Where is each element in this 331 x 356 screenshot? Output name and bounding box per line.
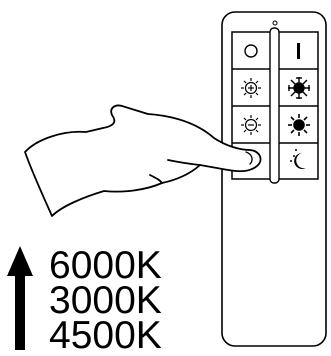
color-temperature-4500k: 4500K <box>49 314 162 356</box>
indicator-led <box>273 21 277 25</box>
full-brightness-icon[interactable] <box>288 114 310 136</box>
color-temperature-icon[interactable] <box>288 77 310 99</box>
center-slot <box>270 28 279 183</box>
brightness-up-icon[interactable] <box>241 78 261 98</box>
up-arrow-icon <box>7 246 33 350</box>
brightness-down-icon[interactable] <box>241 115 261 135</box>
power-on-icon[interactable] <box>297 43 300 59</box>
remote-control <box>222 12 326 346</box>
